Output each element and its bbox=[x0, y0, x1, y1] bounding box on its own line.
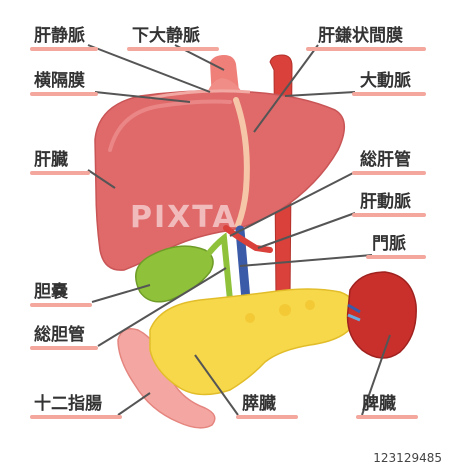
underline-aorta bbox=[352, 92, 426, 96]
gallbladder bbox=[135, 245, 214, 303]
label-portal-vein: 門脈 bbox=[372, 234, 406, 254]
label-gallbladder: 胆嚢 bbox=[34, 282, 68, 302]
label-common-hepatic-duct: 総肝管 bbox=[360, 150, 411, 170]
watermark: PIXTA bbox=[130, 200, 238, 235]
label-hepatic-vein: 肝静脈 bbox=[34, 26, 85, 46]
hepatic-artery bbox=[223, 225, 273, 253]
label-spleen: 脾臓 bbox=[362, 394, 396, 414]
underline-falciform-ligament bbox=[306, 47, 426, 51]
spleen bbox=[346, 271, 417, 359]
underline-common-hepatic-duct bbox=[352, 171, 426, 175]
label-falciform-ligament: 肝鎌状間膜 bbox=[318, 26, 403, 46]
underline-gallbladder bbox=[30, 303, 92, 307]
underline-diaphragm bbox=[30, 92, 98, 96]
underline-pancreas bbox=[236, 415, 298, 419]
leader-lines bbox=[87, 44, 391, 416]
falciform-ligament bbox=[233, 97, 250, 228]
label-hepatic-artery: 肝動脈 bbox=[360, 192, 411, 212]
label-liver: 肝臓 bbox=[34, 150, 68, 170]
label-ivc: 下大静脈 bbox=[132, 26, 200, 46]
credit-bar bbox=[0, 449, 450, 469]
bile-ducts bbox=[202, 232, 233, 303]
underline-spleen bbox=[356, 415, 418, 419]
diaphragm bbox=[149, 89, 251, 100]
underline-common-bile-duct bbox=[30, 346, 98, 350]
underline-ivc bbox=[127, 47, 219, 51]
label-aorta: 大動脈 bbox=[360, 71, 411, 91]
underline-hepatic-vein bbox=[30, 47, 98, 51]
pancreas bbox=[149, 288, 358, 396]
underline-duodenum bbox=[30, 415, 122, 419]
underline-liver bbox=[30, 171, 90, 175]
label-pancreas: 膵臓 bbox=[242, 394, 276, 414]
label-duodenum: 十二指腸 bbox=[34, 394, 102, 414]
label-diaphragm: 横隔膜 bbox=[34, 71, 85, 91]
label-common-bile-duct: 総胆管 bbox=[34, 325, 85, 345]
underline-portal-vein bbox=[366, 255, 426, 259]
image-id: 123129485 bbox=[373, 451, 442, 465]
underline-hepatic-artery bbox=[352, 213, 426, 217]
